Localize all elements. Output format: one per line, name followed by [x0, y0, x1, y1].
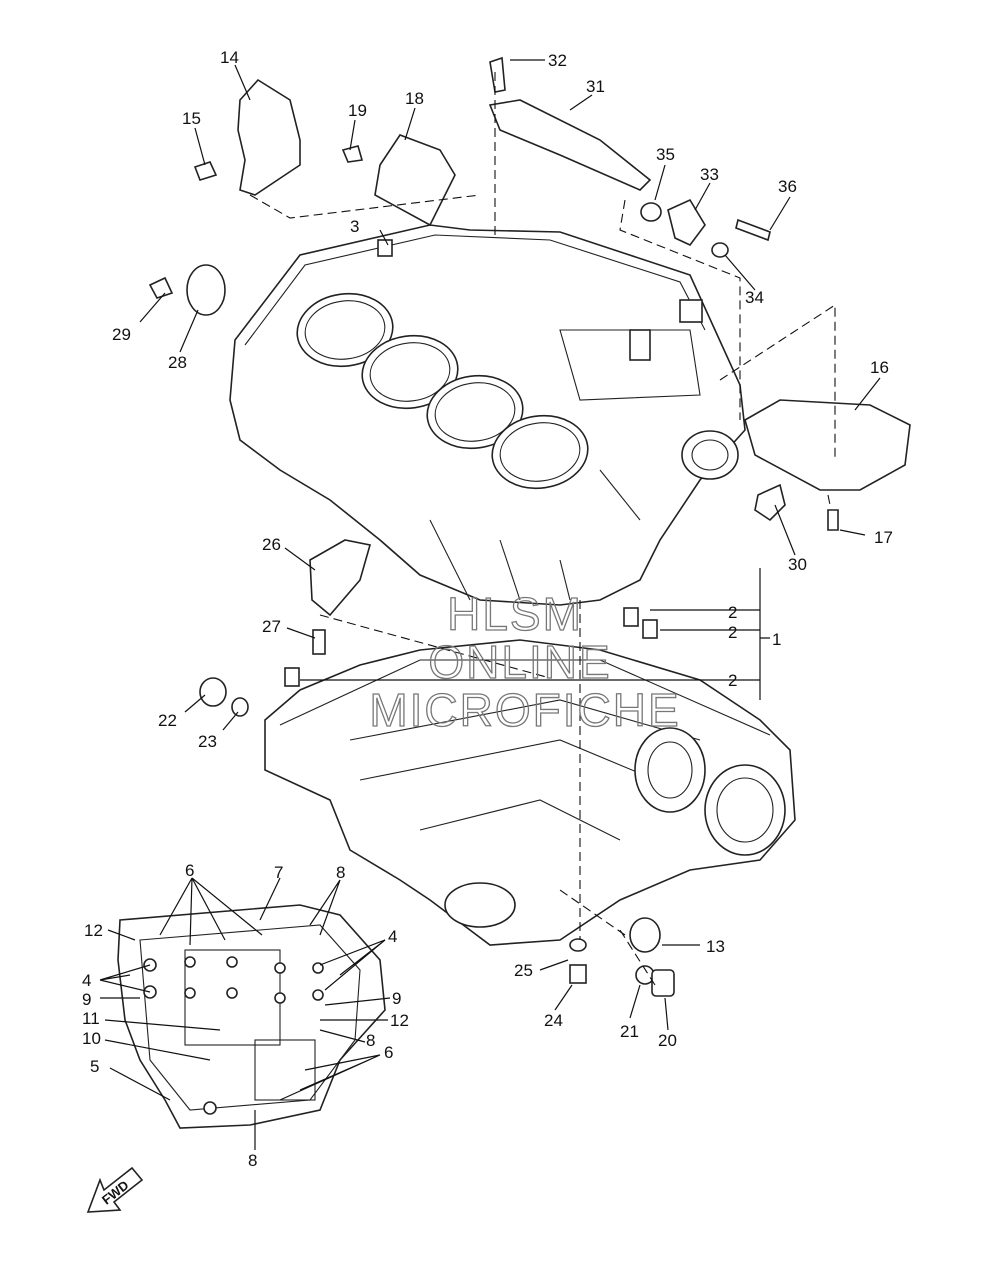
- callout-labels: 1 2 2 2 3 4 4 5 6 6 7 8 8 8 9 9 10 11 12…: [82, 48, 893, 1170]
- callout-7: 7: [274, 863, 283, 882]
- watermark: HLSM ONLINE MICROFICHE: [369, 587, 680, 736]
- callout-17: 17: [874, 528, 893, 547]
- assembly-dashed-lines: [249, 72, 836, 986]
- callout-15: 15: [182, 109, 201, 128]
- callout-27: 27: [262, 617, 281, 636]
- part-14-cover: [237, 78, 301, 196]
- callout-31: 31: [586, 77, 605, 96]
- callout-29: 29: [112, 325, 131, 344]
- part-13-plug: [629, 917, 661, 953]
- callout-16: 16: [870, 358, 889, 377]
- callout-22: 22: [158, 711, 177, 730]
- part-25-oring: [569, 938, 587, 952]
- callout-12: 12: [390, 1011, 409, 1030]
- part-20-plug: [651, 969, 675, 997]
- part-31-guide: [488, 99, 652, 191]
- callout-21: 21: [620, 1022, 639, 1041]
- part-3-dowel: [377, 239, 393, 257]
- callout-14: 14: [220, 48, 239, 67]
- part-32-bolt: [489, 56, 506, 93]
- leader-lines: [99, 59, 881, 1150]
- callout-26: 26: [262, 535, 281, 554]
- callout-6: 6: [384, 1043, 393, 1062]
- callout-30: 30: [788, 555, 807, 574]
- small-parts: [148, 56, 911, 997]
- lower-crankcase: [264, 639, 796, 946]
- part-16-plate: [744, 399, 911, 491]
- callout-11: 11: [82, 1009, 100, 1028]
- callout-1: 1: [772, 630, 781, 649]
- callout-8: 8: [366, 1031, 375, 1050]
- part-26-bearing: [309, 539, 372, 617]
- callout-4: 4: [82, 971, 91, 990]
- part-18-plate: [374, 134, 456, 227]
- watermark-line-2: ONLINE: [428, 636, 611, 688]
- callout-13: 13: [706, 937, 725, 956]
- callout-9: 9: [392, 989, 401, 1008]
- callout-19: 19: [348, 101, 367, 120]
- callout-28: 28: [168, 353, 187, 372]
- callout-10: 10: [82, 1029, 101, 1048]
- underside-inset-view: [117, 904, 386, 1129]
- callout-5: 5: [90, 1057, 99, 1076]
- upper-crankcase: [229, 224, 746, 606]
- callout-20: 20: [658, 1031, 677, 1050]
- part-30-rotor: [754, 483, 786, 522]
- callout-6: 6: [185, 861, 194, 880]
- callout-32: 32: [548, 51, 567, 70]
- callout-34: 34: [745, 288, 764, 307]
- watermark-line-1: HLSM: [447, 588, 583, 640]
- callout-3: 3: [350, 217, 359, 236]
- part-24-bush: [569, 964, 587, 984]
- part-2-dowel-b: [642, 619, 658, 639]
- part-2-dowel-a: [623, 607, 639, 627]
- part-28-plug: [186, 264, 226, 316]
- part-36-bolt: [735, 218, 771, 242]
- callout-36: 36: [778, 177, 797, 196]
- callout-12: 12: [84, 921, 103, 940]
- callout-33: 33: [700, 165, 719, 184]
- callout-4: 4: [388, 927, 397, 946]
- part-2-dowel-c: [284, 667, 300, 687]
- callout-2: 2: [728, 623, 737, 642]
- part-35-oring: [640, 202, 662, 222]
- part-22-plug: [199, 677, 227, 707]
- callout-2: 2: [728, 603, 737, 622]
- part-17-bolt: [827, 509, 839, 531]
- fwd-arrow-marker: FWD: [86, 1166, 144, 1213]
- part-23-oring: [231, 697, 249, 717]
- watermark-line-3: MICROFICHE: [369, 684, 680, 736]
- callout-35: 35: [656, 145, 675, 164]
- part-27-bolt: [312, 629, 326, 655]
- callout-2: 2: [728, 671, 737, 690]
- callout-25: 25: [514, 961, 533, 980]
- callout-8: 8: [248, 1151, 257, 1170]
- part-19-bolt: [341, 145, 364, 163]
- callout-8: 8: [336, 863, 345, 882]
- part-33-sensor: [667, 198, 706, 246]
- callout-18: 18: [405, 89, 424, 108]
- callout-23: 23: [198, 732, 217, 751]
- callout-9: 9: [82, 990, 91, 1009]
- part-34-oring: [711, 242, 729, 258]
- callout-24: 24: [544, 1011, 563, 1030]
- part-29-bolt: [148, 276, 174, 299]
